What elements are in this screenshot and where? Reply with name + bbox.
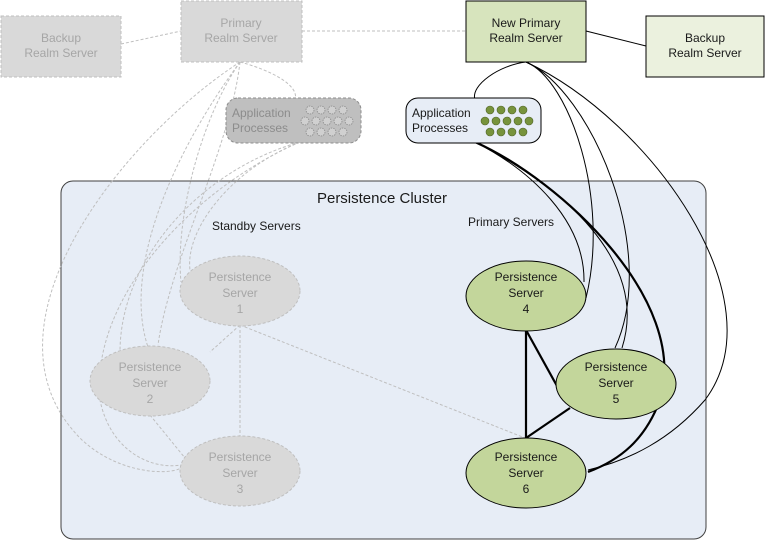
server-1-line2: Server <box>222 286 257 300</box>
server-2-line1: Persistence <box>119 360 182 374</box>
connector-new-primary-app <box>474 61 527 101</box>
old-process-dots <box>300 105 354 137</box>
connector-old-primary-s3 <box>42 61 241 473</box>
old-primary-realm-server[interactable]: Primary Realm Server <box>180 0 303 63</box>
old-primary-label-1: Primary <box>220 16 261 30</box>
connector-s4-s5 <box>525 329 558 387</box>
connector-app-s6-bold <box>474 140 666 474</box>
server-3-line2: Server <box>222 466 257 480</box>
cluster-title: Persistence Cluster <box>317 190 447 207</box>
server-3-line1: Persistence <box>209 450 272 464</box>
old-app-label-1: Application <box>232 106 291 120</box>
connector-old-primary-s2 <box>140 61 241 351</box>
standby-servers-label: Standby Servers <box>212 219 301 233</box>
old-app-label-2: Processes <box>232 121 288 135</box>
server-2-line2: Server <box>132 376 167 390</box>
connector-app-s3 <box>98 141 301 467</box>
connector-app-s2 <box>119 141 301 353</box>
server-2-num: 2 <box>147 392 154 406</box>
connector-old-primary-app <box>239 61 296 101</box>
server-5-line1: Persistence <box>585 360 648 374</box>
server-4-line1: Persistence <box>495 270 558 284</box>
server-5-line2: Server <box>598 376 633 390</box>
connector-old-backup-primary <box>120 30 182 45</box>
new-app-label-2: Processes <box>412 121 468 135</box>
new-process-dots <box>480 105 534 137</box>
connector-new-primary-s6 <box>525 61 728 471</box>
new-primary-label-2: Realm Server <box>489 31 562 45</box>
new-backup-label-1: Backup <box>685 31 725 45</box>
server-6-line2: Server <box>508 466 543 480</box>
old-application-processes[interactable]: Application Processes <box>225 97 362 144</box>
connector-app-s4-thin <box>474 141 585 283</box>
connector-s5-s6 <box>525 407 571 439</box>
persistence-server-2[interactable]: Persistence Server 2 <box>89 345 211 417</box>
server-6-num: 6 <box>523 482 530 496</box>
connector-old-primary-s1 <box>179 61 241 283</box>
persistence-server-1[interactable]: Persistence Server 1 <box>179 255 301 327</box>
server-1-num: 1 <box>237 302 244 316</box>
new-connections-bold <box>474 140 666 474</box>
connector-s1-s6 <box>239 324 526 439</box>
new-backup-realm-server[interactable]: Backup Realm Server <box>645 15 765 78</box>
connector-new-primary-new-backup <box>585 30 647 47</box>
server-4-line2: Server <box>508 286 543 300</box>
old-backup-realm-server[interactable]: Backup Realm Server <box>0 15 122 78</box>
server-1-line1: Persistence <box>209 270 272 284</box>
new-primary-label-1: New Primary <box>492 16 561 30</box>
server-4-num: 4 <box>523 302 530 316</box>
persistence-server-4[interactable]: Persistence Server 4 <box>465 260 587 332</box>
connector-s1-s2 <box>209 324 241 353</box>
persistence-server-3[interactable]: Persistence Server 3 <box>179 435 301 507</box>
persistence-server-5[interactable]: Persistence Server 5 <box>555 348 677 420</box>
server-3-num: 3 <box>237 482 244 496</box>
new-application-processes[interactable]: Application Processes <box>405 97 542 144</box>
primary-servers-label: Primary Servers <box>468 215 554 229</box>
old-backup-label-1: Backup <box>41 31 81 45</box>
connector-new-primary-s4 <box>525 61 594 299</box>
new-connections <box>474 30 728 471</box>
old-primary-label-2: Realm Server <box>204 31 277 45</box>
persistence-server-6[interactable]: Persistence Server 6 <box>465 437 587 509</box>
connector-old-primary-s4-a <box>157 61 241 346</box>
server-5-num: 5 <box>613 392 620 406</box>
new-app-label-1: Application <box>412 106 471 120</box>
connector-s2-s3 <box>149 414 186 459</box>
new-primary-realm-server[interactable]: New Primary Realm Server <box>465 0 587 63</box>
old-backup-label-2: Realm Server <box>24 46 97 60</box>
new-backup-label-2: Realm Server <box>668 46 741 60</box>
old-connections <box>42 30 526 473</box>
server-6-line1: Persistence <box>495 450 558 464</box>
